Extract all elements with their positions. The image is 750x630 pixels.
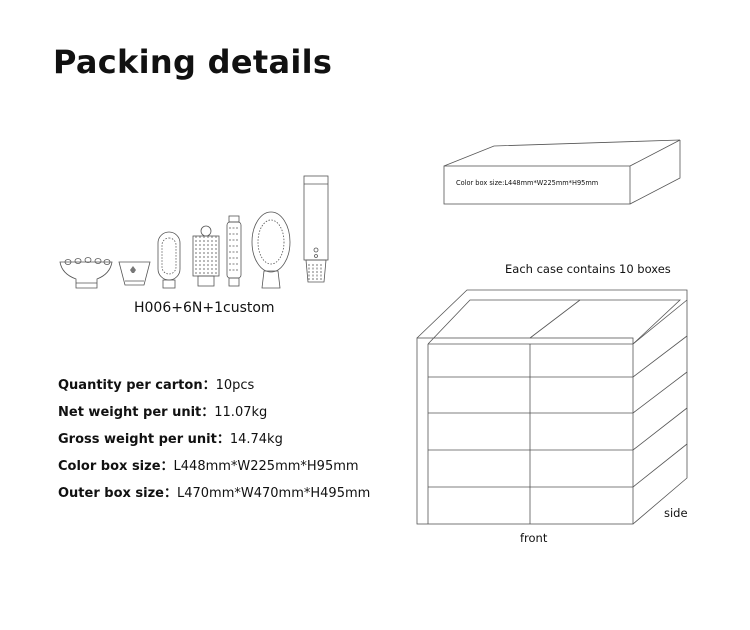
spec-value: 10pcs bbox=[215, 378, 255, 393]
spec-value: L448mm*W225mm*H95mm bbox=[173, 459, 359, 474]
spec-value: L470mm*W470mm*H495mm bbox=[177, 486, 371, 501]
spec-label: Outer box size： bbox=[58, 486, 177, 501]
front-label: front bbox=[520, 531, 548, 545]
spec-row-outer-box-size: Outer box size：L470mm*W470mm*H495mm bbox=[58, 482, 370, 509]
spec-row-net-weight: Net weight per unit：11.07kg bbox=[58, 401, 370, 428]
side-label: side bbox=[664, 506, 688, 520]
spec-row-color-box-size: Color box size：L448mm*W225mm*H95mm bbox=[58, 455, 370, 482]
diffuser-attachment-icon bbox=[59, 257, 113, 289]
spec-value: 11.07kg bbox=[214, 405, 268, 420]
concentrator-nozzle-icon bbox=[118, 261, 151, 286]
spec-row-gross-weight: Gross weight per unit：14.74kg bbox=[58, 428, 370, 455]
color-box-size-text: Color box size:L448mm*W225mm*H95mm bbox=[456, 179, 599, 187]
case-contents-note: Each case contains 10 boxes bbox=[505, 262, 671, 276]
round-brush-icon bbox=[157, 231, 181, 289]
color-box-drawing bbox=[443, 139, 681, 205]
product-set-label: H006+6N+1custom bbox=[134, 300, 275, 316]
spec-label: Color box size： bbox=[58, 459, 174, 474]
packing-specs-list: Quantity per carton：10pcs Net weight per… bbox=[58, 374, 370, 509]
oval-paddle-brush-icon bbox=[251, 211, 291, 289]
spec-label: Net weight per unit： bbox=[58, 405, 215, 420]
hair-dryer-handle-icon bbox=[303, 175, 329, 283]
spec-row-quantity: Quantity per carton：10pcs bbox=[58, 374, 370, 401]
spec-value: 14.74kg bbox=[229, 432, 283, 447]
spec-label: Gross weight per unit： bbox=[58, 432, 230, 447]
hot-brush-icon bbox=[192, 225, 220, 287]
outer-carton-drawing bbox=[416, 289, 688, 525]
spec-label: Quantity per carton： bbox=[58, 378, 216, 393]
curling-barrel-icon bbox=[226, 215, 242, 287]
page-title: Packing details bbox=[53, 43, 333, 81]
